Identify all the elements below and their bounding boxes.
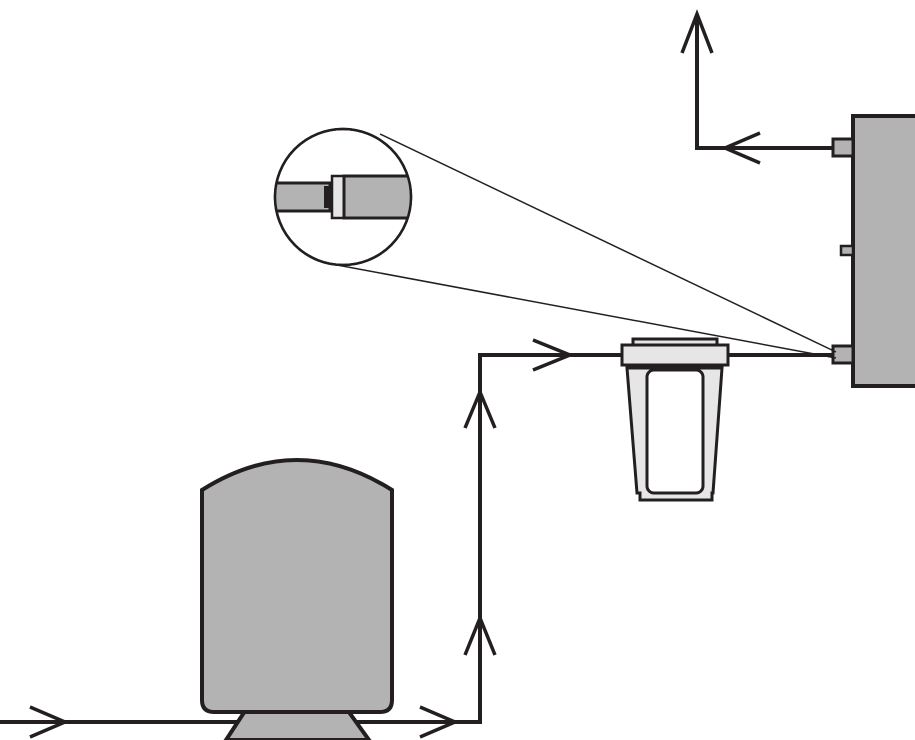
flow-arrows (29, 9, 761, 739)
magnifier-guide-line (336, 264, 837, 359)
flow-arrow-icon (29, 705, 70, 739)
flow-arrow-icon (680, 9, 714, 54)
outlet-pipe (695, 18, 835, 150)
detail-pipe (275, 181, 332, 213)
flow-arrow-icon (532, 338, 575, 372)
magnifier-guide-line (379, 133, 837, 353)
pressure-tank-icon (200, 458, 394, 740)
detail-nut (330, 174, 346, 220)
flow-arrow-icon (463, 387, 497, 429)
detail-fitting (342, 174, 411, 220)
pressure-tank-body (200, 458, 394, 714)
flow-arrow-icon (419, 705, 460, 739)
detail-seal (324, 186, 333, 208)
cartridge-filter-icon (620, 337, 730, 502)
flow-arrow-icon (463, 613, 497, 656)
filter-cartridge (645, 368, 705, 495)
appliance-inlet-fitting (831, 344, 855, 365)
appliance-icon (831, 114, 915, 388)
appliance-body (851, 114, 915, 388)
appliance-outlet-fitting (831, 137, 855, 158)
appliance-side-fitting (839, 244, 855, 257)
filter-head (620, 343, 730, 367)
flow-arrow-icon (720, 131, 761, 165)
connection-detail (275, 174, 411, 220)
magnifier-icon (273, 127, 837, 359)
